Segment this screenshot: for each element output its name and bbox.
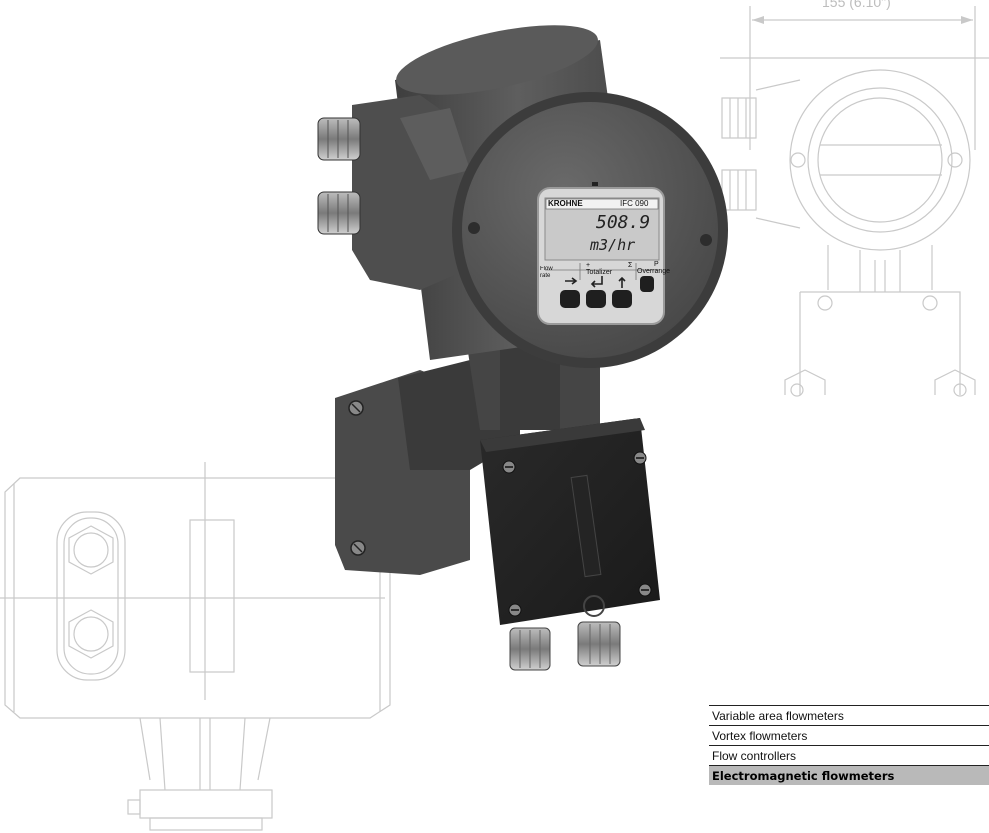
display-value: 508.9 [596, 212, 651, 233]
display-brand: KROHNE [548, 199, 583, 208]
display-unit: m3/hr [590, 236, 636, 254]
lcd-marker-p: P [654, 261, 659, 268]
category-list: Variable area flowmeters Vortex flowmete… [709, 705, 989, 785]
category-vortex[interactable]: Vortex flowmeters [709, 725, 989, 745]
category-flow-controllers[interactable]: Flow controllers [709, 745, 989, 765]
display-model: IFC 090 [620, 199, 649, 208]
lcd-marker-sigma: Σ [628, 262, 633, 269]
lcd-label-overrange: Overrange [637, 268, 671, 275]
category-electromagnetic[interactable]: Electromagnetic flowmeters [709, 765, 989, 785]
dimension-label: 155 (6.10") [822, 0, 891, 10]
lcd-label-totalizer: Totalizer [586, 269, 613, 276]
category-variable-area[interactable]: Variable area flowmeters [709, 705, 989, 725]
cable-gland-bottom [317, 191, 361, 235]
lcd-label-flow: Flow rate [540, 266, 553, 279]
front-view-drawing [720, 6, 989, 397]
lcd-marker-plus: + [586, 262, 591, 269]
cable-gland-top [317, 117, 361, 161]
